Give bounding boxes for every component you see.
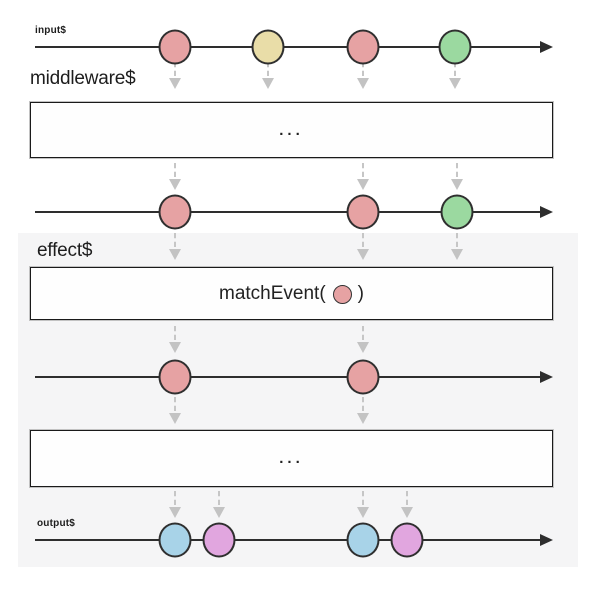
dashed-down-arrow-icon	[167, 491, 183, 518]
match-event-text-before: matchEvent(	[219, 282, 326, 304]
dashed-down-arrow-icon	[211, 491, 227, 518]
pink-event-marble	[158, 359, 192, 395]
violet-event-marble	[202, 522, 236, 558]
middleware-stream-label: middleware$	[30, 68, 136, 89]
blue-event-marble	[158, 522, 192, 558]
dashed-down-arrow-icon	[260, 62, 276, 89]
dashed-down-arrow-icon	[447, 62, 463, 89]
dashed-down-arrow-icon	[355, 233, 371, 260]
ellipsis-text: ...	[279, 121, 304, 139]
timeline-line	[35, 46, 541, 48]
dashed-down-arrow-icon	[167, 397, 183, 424]
blue-event-marble	[346, 522, 380, 558]
green-event-marble	[440, 194, 474, 230]
timeline-line	[35, 211, 541, 213]
dashed-down-arrow-icon	[449, 163, 465, 190]
tan-event-marble	[251, 29, 285, 65]
dashed-down-arrow-icon	[167, 163, 183, 190]
pink-event-marble	[346, 359, 380, 395]
timeline-line	[35, 539, 541, 541]
pink-event-marble	[158, 29, 192, 65]
dashed-down-arrow-icon	[355, 326, 371, 353]
arrowhead-icon	[540, 41, 553, 53]
violet-event-marble	[390, 522, 424, 558]
green-event-marble	[438, 29, 472, 65]
dashed-down-arrow-icon	[167, 326, 183, 353]
dashed-down-arrow-icon	[355, 491, 371, 518]
pink-event-marble	[158, 194, 192, 230]
pink-event-marble	[346, 194, 380, 230]
dashed-down-arrow-icon	[355, 397, 371, 424]
match-event-text-after: )	[357, 282, 364, 304]
arrowhead-icon	[540, 206, 553, 218]
dashed-down-arrow-icon	[399, 491, 415, 518]
post-effect-operator-box: ...	[30, 430, 553, 487]
ellipsis-text: ...	[279, 450, 304, 467]
dashed-down-arrow-icon	[355, 163, 371, 190]
dashed-down-arrow-icon	[355, 62, 371, 89]
arrowhead-icon	[540, 534, 553, 546]
dashed-down-arrow-icon	[167, 233, 183, 260]
effect-operator-box: matchEvent( )	[30, 267, 553, 320]
effect-stream-label: effect$	[37, 240, 93, 261]
arrowhead-icon	[540, 371, 553, 383]
dashed-down-arrow-icon	[449, 233, 465, 260]
dashed-down-arrow-icon	[167, 62, 183, 89]
timeline-line	[35, 376, 541, 378]
input-stream-label: input$	[35, 25, 67, 36]
output-stream-label: output$	[37, 518, 76, 529]
pink-event-marble	[346, 29, 380, 65]
middleware-operator-box: ...	[30, 102, 553, 158]
pink-event-icon	[332, 285, 352, 304]
